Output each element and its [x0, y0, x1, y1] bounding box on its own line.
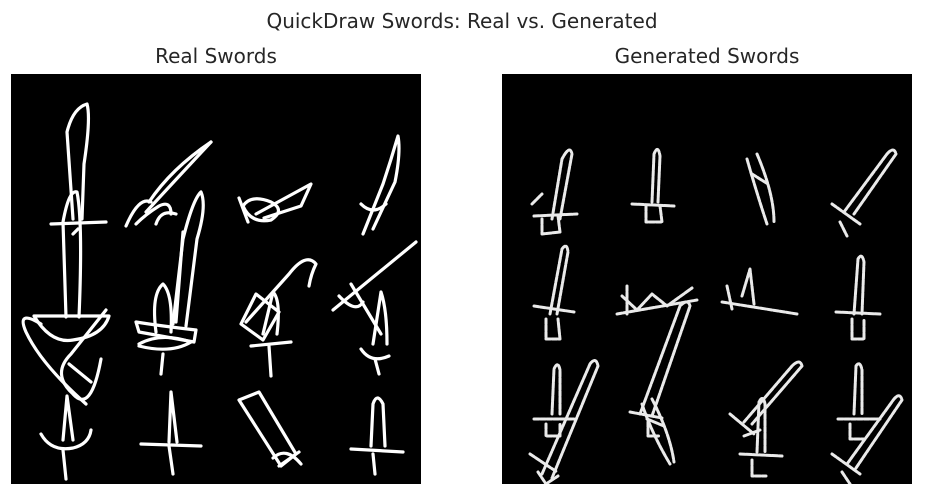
- sword-sketch: [528, 359, 600, 484]
- sword-sketch: [530, 148, 579, 236]
- sword-sketch: [738, 397, 784, 478]
- sword-sketch: [640, 397, 676, 466]
- panel-title-real: Real Swords: [155, 44, 277, 68]
- sword-sketch: [630, 148, 676, 224]
- sword-sketch: [615, 284, 699, 316]
- sword-sketch: [237, 182, 313, 224]
- sword-sketch: [836, 362, 882, 441]
- generated-swords-grid: [502, 74, 912, 484]
- sword-sketch: [39, 394, 93, 481]
- sword-sketch: [359, 290, 391, 376]
- sword-sketch: [21, 308, 108, 406]
- real-swords-grid: [11, 74, 421, 484]
- sword-sketch: [532, 363, 576, 438]
- sword-sketch: [359, 134, 401, 236]
- sword-sketch: [137, 282, 193, 376]
- sword-sketch: [745, 152, 776, 226]
- sword-sketch: [32, 190, 111, 343]
- sword-sketch: [124, 140, 213, 228]
- sword-sketch: [720, 267, 799, 316]
- sword-sketch: [331, 240, 418, 336]
- sword-sketch: [349, 396, 405, 476]
- sword-sketch: [237, 390, 303, 468]
- sword-sketch: [834, 254, 882, 341]
- panel-title-generated: Generated Swords: [614, 44, 800, 68]
- sword-sketch: [249, 290, 293, 378]
- sword-sketch: [830, 394, 904, 484]
- sword-sketch: [239, 258, 318, 342]
- sword-sketch: [139, 390, 203, 476]
- sword-sketch: [830, 148, 898, 238]
- figure-title: QuickDraw Swords: Real vs. Generated: [266, 9, 658, 33]
- sword-sketch: [532, 244, 576, 341]
